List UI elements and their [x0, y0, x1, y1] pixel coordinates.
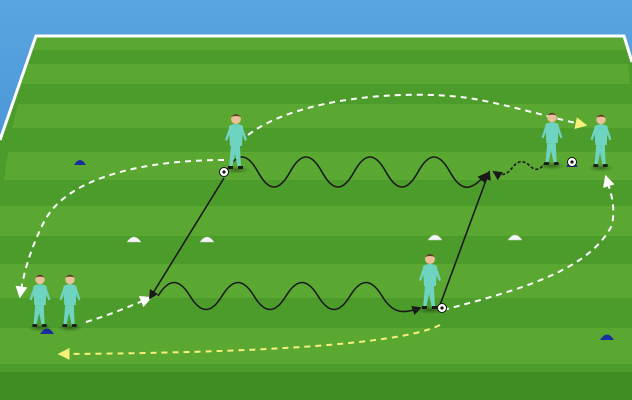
- player-boot: [603, 164, 608, 167]
- player-boot: [32, 324, 37, 327]
- player-boot: [554, 162, 559, 165]
- player-torso: [545, 122, 558, 143]
- player-shadow: [27, 324, 54, 332]
- football-icon: [438, 304, 447, 313]
- football-icon: [568, 158, 577, 167]
- player-torso: [33, 284, 46, 305]
- player-torso: [63, 284, 76, 305]
- player-boot: [432, 306, 437, 309]
- pitch-front-edge: [0, 372, 632, 400]
- player-boot: [544, 162, 549, 165]
- football-icon: [220, 168, 229, 177]
- player-boot: [62, 324, 67, 327]
- player-torso: [594, 124, 607, 145]
- player-boot: [422, 306, 427, 309]
- player-torso: [423, 264, 437, 286]
- player-boot: [72, 324, 77, 327]
- player-boot: [228, 166, 233, 169]
- player-shadow: [57, 324, 84, 332]
- player-boot: [238, 166, 243, 169]
- player-boot: [593, 164, 598, 167]
- player-shadow: [588, 164, 615, 172]
- player-torso: [229, 124, 243, 146]
- player-shadow: [539, 162, 566, 170]
- player-boot: [42, 324, 47, 327]
